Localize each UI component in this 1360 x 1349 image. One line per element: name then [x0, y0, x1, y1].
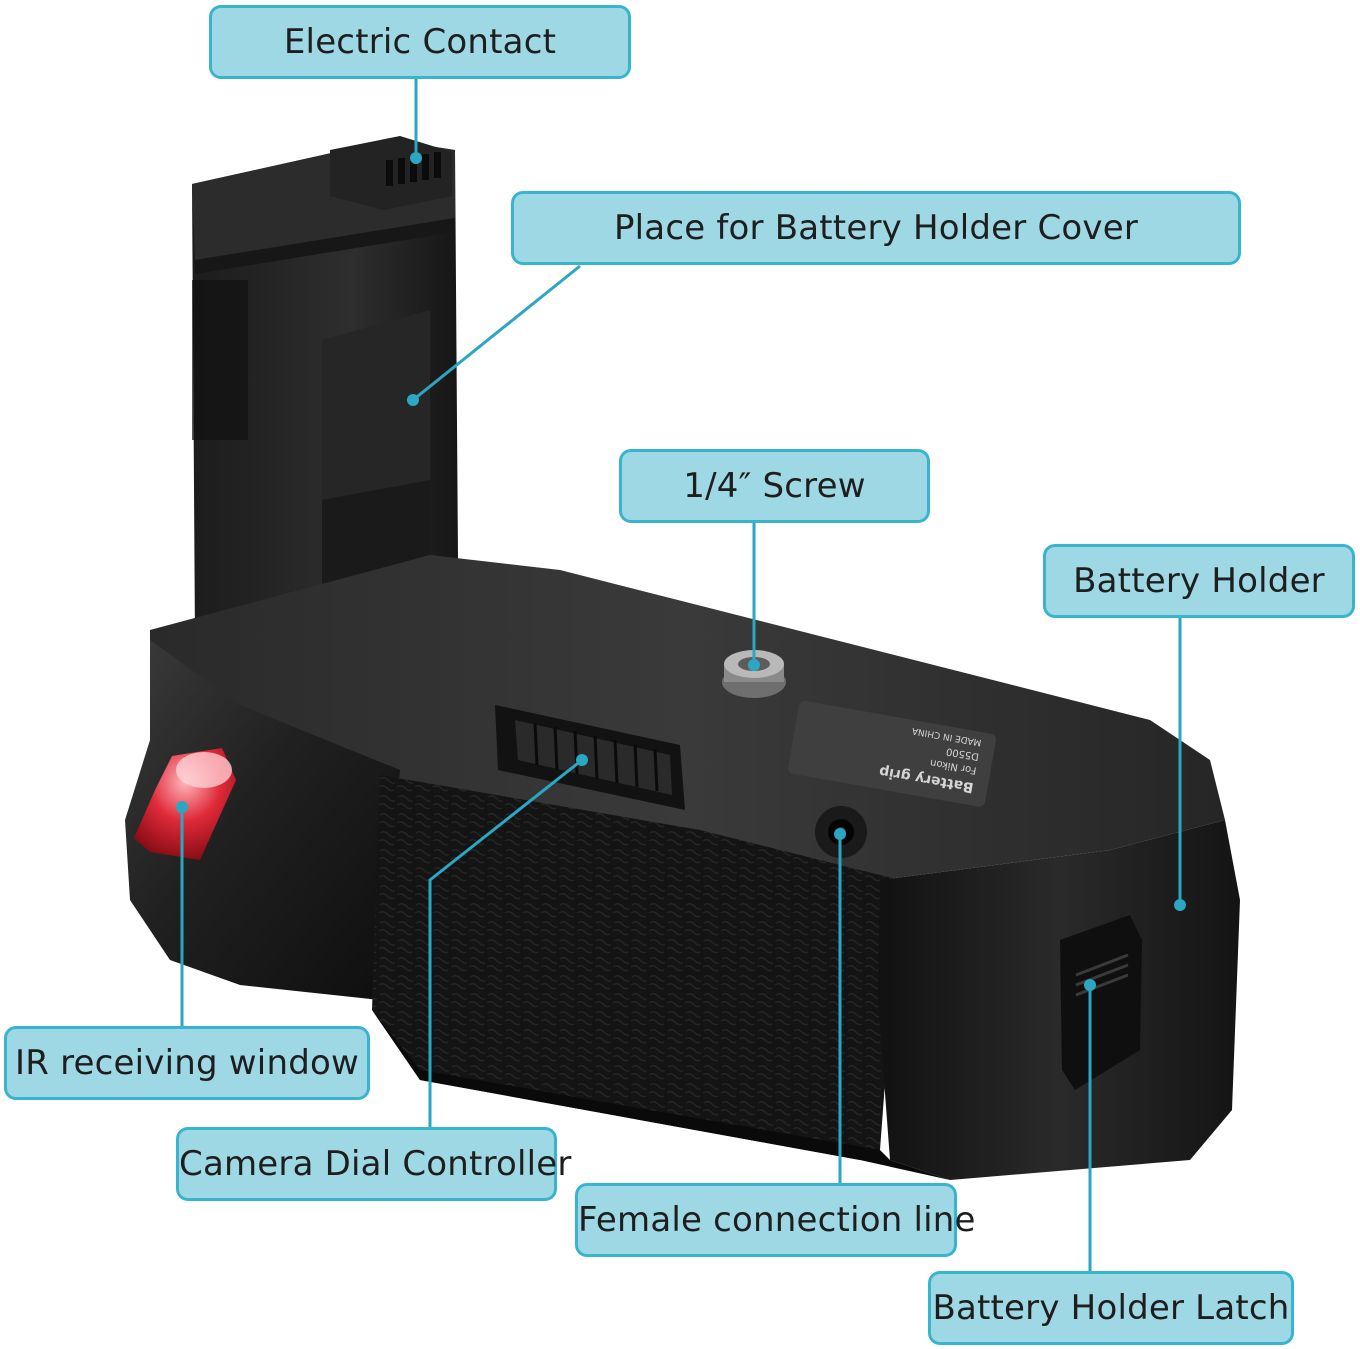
electric-contact-pins: [330, 136, 452, 210]
battery-holder-latch: [1060, 915, 1142, 1090]
dot-ir-window: [176, 801, 188, 813]
tripod-screw: [722, 650, 786, 698]
leader-lines: [180, 78, 1182, 1271]
callout-female-line: Female connection line: [575, 1183, 975, 1257]
callout-dial-controller: Camera Dial Controller: [176, 1127, 571, 1201]
dot-screw: [748, 659, 760, 671]
camera-dial: [495, 705, 685, 810]
dot-battery-cover: [407, 394, 419, 406]
leader-dial: [428, 758, 583, 1127]
leader-battery-cover: [412, 264, 581, 402]
callout-battery-cover-place: Place for Battery Holder Cover: [511, 191, 1241, 265]
callout-screw: 1/4″ Screw: [619, 449, 930, 523]
dot-battery-holder: [1174, 899, 1186, 911]
dot-female: [834, 828, 846, 840]
callout-ir-window: IR receiving window: [4, 1026, 370, 1100]
callout-electric-contact: Electric Contact: [209, 5, 631, 79]
callout-holder-latch: Battery Holder Latch: [928, 1271, 1294, 1345]
dot-latch: [1084, 979, 1096, 991]
callout-battery-holder: Battery Holder: [1043, 544, 1355, 618]
leader-dots: [176, 152, 1186, 991]
dot-electric-contact: [410, 152, 422, 164]
label-plate: Battery grip For Nikon D5500 MADE IN CHI…: [788, 700, 997, 807]
dot-dial: [576, 754, 588, 766]
